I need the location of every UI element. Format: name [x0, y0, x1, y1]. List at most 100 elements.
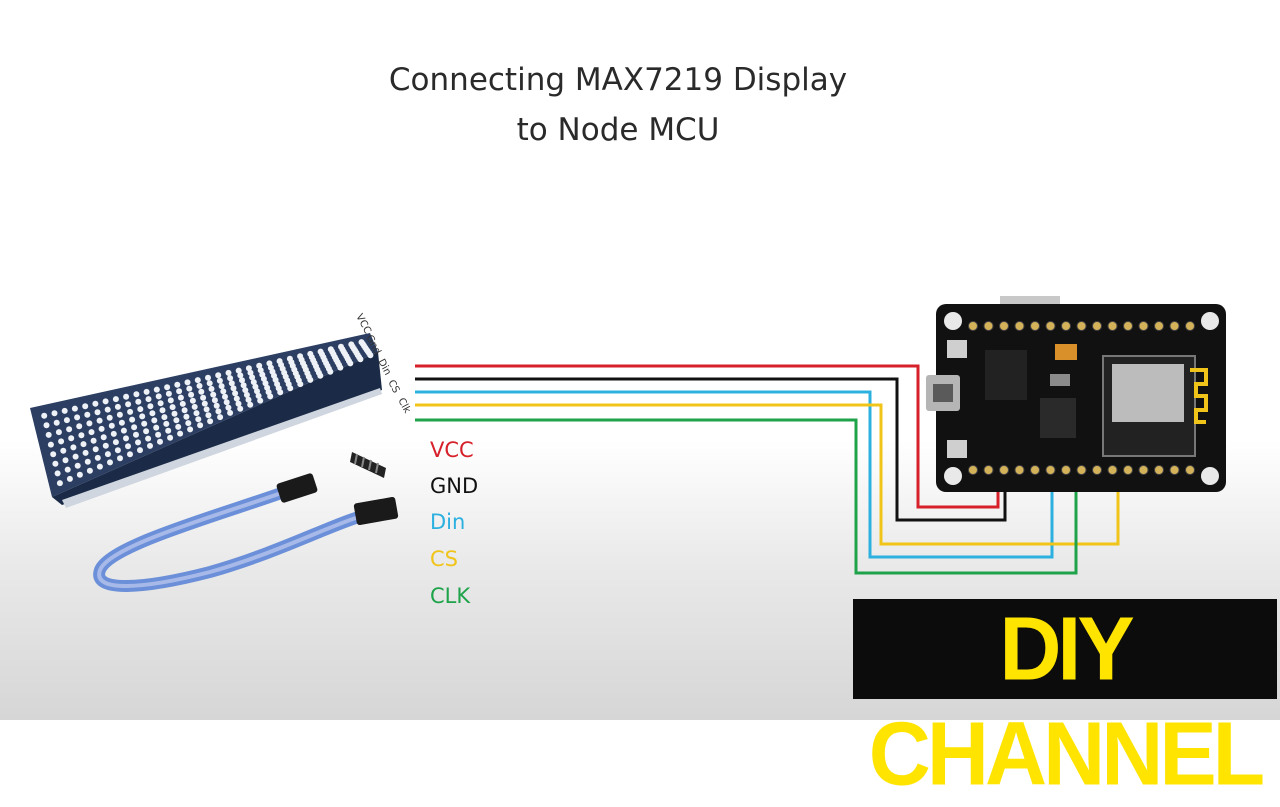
- led-dot: [41, 412, 48, 419]
- led-dot: [181, 407, 188, 414]
- header-pin: [999, 321, 1009, 331]
- header-pin: [1154, 465, 1164, 475]
- header-pin: [968, 465, 978, 475]
- pin-header: [350, 452, 386, 478]
- led-dot: [220, 388, 227, 395]
- led-dot: [133, 391, 140, 398]
- header-pin: [1045, 465, 1056, 475]
- led-dot: [131, 424, 138, 431]
- led-dot: [74, 414, 81, 421]
- led-dot: [197, 422, 204, 429]
- led-dot: [225, 404, 232, 411]
- led-dot: [165, 390, 172, 397]
- led-dot: [155, 431, 162, 438]
- header-pin: [1061, 321, 1071, 331]
- led-dot: [82, 449, 89, 456]
- header-pin: [1092, 321, 1102, 331]
- led-dot: [165, 427, 172, 434]
- led-dot: [195, 416, 202, 423]
- led-dot: [337, 364, 344, 371]
- led-dot: [213, 402, 220, 409]
- diagram-title-line1: Connecting MAX7219 Display: [388, 62, 848, 98]
- led-dot: [203, 406, 210, 413]
- header-pin: [1092, 465, 1102, 475]
- led-dot: [114, 447, 121, 454]
- led-dot: [123, 393, 130, 400]
- led-dot: [184, 379, 191, 386]
- channel-banner-text: DIY CHANNEL: [868, 598, 1265, 805]
- led-dot: [68, 435, 75, 442]
- led-dot: [145, 396, 152, 403]
- led-dot: [153, 424, 160, 431]
- wire-label-vcc: VCC: [430, 438, 474, 462]
- led-dot: [173, 417, 180, 424]
- led-dot: [70, 444, 77, 451]
- wire-vcc: [415, 364, 1000, 509]
- led-dot: [247, 401, 254, 408]
- led-dot: [74, 462, 81, 469]
- led-dot: [211, 397, 218, 404]
- led-dot: [267, 393, 274, 400]
- header-pin: [1123, 465, 1133, 475]
- led-dot: [143, 428, 150, 435]
- led-dot: [245, 365, 252, 372]
- led-dot: [45, 431, 52, 438]
- led-dot: [116, 411, 123, 418]
- led-dot: [228, 380, 235, 387]
- header-pin: [1169, 465, 1180, 475]
- led-dot: [237, 405, 244, 412]
- led-dot: [153, 386, 160, 393]
- bottom-pin-row: [968, 465, 1195, 475]
- led-dot: [347, 360, 354, 367]
- led-dot: [94, 454, 101, 461]
- mounting-hole: [1201, 312, 1219, 330]
- led-dot: [210, 391, 217, 398]
- led-dot: [307, 376, 314, 383]
- led-dot: [357, 356, 364, 363]
- led-dot: [217, 414, 224, 421]
- led-dot: [239, 377, 245, 384]
- led-dot: [141, 420, 148, 427]
- led-dot: [76, 471, 83, 478]
- led-dot: [133, 431, 139, 438]
- jumper-cable: [93, 473, 399, 592]
- led-dot: [183, 413, 190, 420]
- led-dot: [297, 381, 304, 388]
- led-dot: [189, 397, 196, 404]
- led-dot: [167, 397, 174, 404]
- led-dot: [125, 401, 132, 408]
- led-dot: [287, 385, 294, 392]
- led-dot: [157, 438, 163, 445]
- led-dot: [43, 422, 50, 429]
- led-dot: [123, 435, 129, 442]
- led-dot: [96, 463, 103, 470]
- led-dot: [175, 423, 182, 430]
- led-dot: [102, 442, 109, 449]
- led-dot: [177, 394, 184, 401]
- led-dot: [191, 403, 198, 410]
- led-dot: [139, 413, 146, 420]
- led-dot: [72, 453, 79, 460]
- module-pin-label: Clk: [395, 396, 412, 415]
- mounting-hole: [944, 312, 962, 330]
- led-dot: [215, 372, 222, 379]
- led-dot: [205, 374, 211, 381]
- led-dot: [78, 432, 85, 439]
- led-dot: [137, 447, 143, 454]
- led-dot: [194, 377, 201, 384]
- header-pin: [1123, 321, 1133, 331]
- led-dot: [223, 399, 230, 406]
- diagram-title-line2: to Node MCU: [516, 112, 720, 148]
- header-pin: [1061, 465, 1071, 475]
- mounting-hole: [1201, 467, 1219, 485]
- channel-banner: DIY CHANNEL: [853, 598, 1277, 805]
- header-pin: [983, 321, 994, 331]
- led-dot: [145, 435, 152, 442]
- led-dot: [232, 390, 239, 397]
- led-dot: [167, 434, 174, 441]
- led-dot: [215, 408, 222, 415]
- led-dot: [127, 408, 134, 415]
- header-pin: [1138, 465, 1149, 475]
- led-dot: [218, 383, 225, 390]
- led-dot: [171, 410, 178, 417]
